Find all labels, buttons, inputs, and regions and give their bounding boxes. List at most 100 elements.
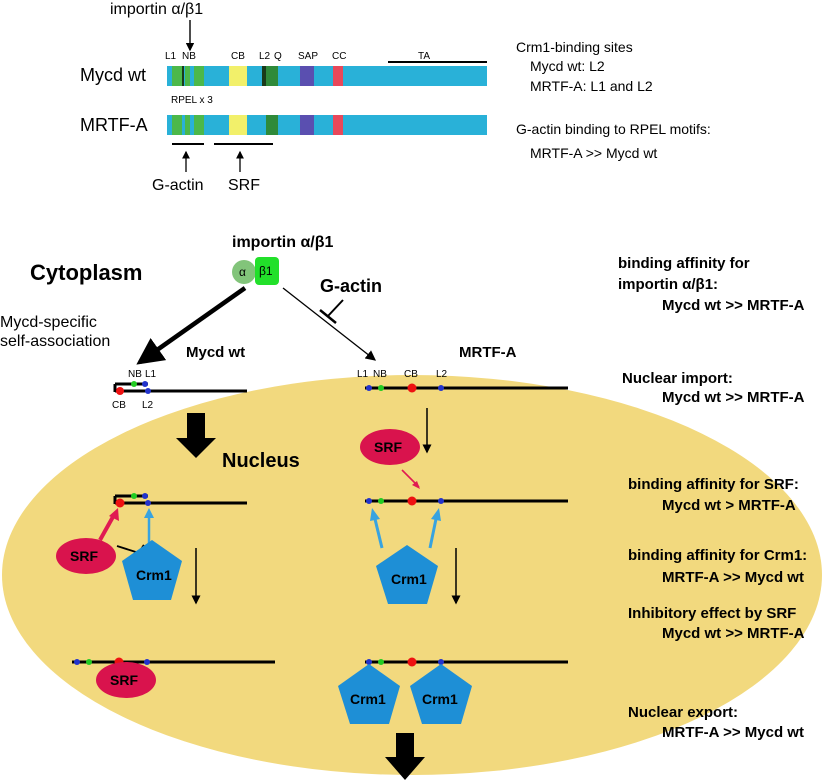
gactin-inhibit-bar bbox=[319, 309, 337, 324]
mycd-cyto-l1-label: L1 bbox=[145, 369, 157, 380]
mycd-bound-nb-motif bbox=[86, 659, 92, 665]
mycd-domain-bar bbox=[167, 66, 487, 86]
mrtf-crm1-bind-arrowhead-l1 bbox=[370, 508, 380, 521]
mycd-nuc-l2-motif bbox=[145, 500, 151, 506]
side-note-export-line1: Nuclear export: bbox=[628, 704, 738, 721]
mycd-cb-domain bbox=[229, 66, 247, 86]
side-note-crm1: binding affinity for Crm1: MRTF-A >> Myc… bbox=[628, 547, 807, 586]
mrtf-cb-domain bbox=[229, 115, 247, 135]
mrtf-bound-cb-motif bbox=[407, 657, 417, 667]
mrtf-bound-l1-motif bbox=[366, 659, 372, 665]
side-note-export-line2: MRTF-A >> Mycd wt bbox=[662, 724, 804, 741]
domain-schematic: importin α/β1 L1 NB CB L2 Q SAP CC TA My… bbox=[80, 1, 711, 194]
mrtf-cyto-l2-label: L2 bbox=[436, 369, 448, 380]
mycd-nuc-srf bbox=[56, 538, 116, 574]
mycd-rpel-3 bbox=[194, 66, 204, 86]
side-note-export: Nuclear export: MRTF-A >> Mycd wt bbox=[628, 704, 804, 741]
mycd-nuc-crm1 bbox=[122, 540, 182, 600]
side-note-srf: binding affinity for SRF: Mycd wt > MRTF… bbox=[628, 476, 799, 514]
mycd-cyto-nb-label: NB bbox=[128, 369, 142, 380]
side-note-import-line1: Nuclear import: bbox=[622, 370, 733, 387]
side-note-importin-line1: binding affinity for bbox=[618, 255, 750, 272]
mycd-nuc-crm1-label: Crm1 bbox=[136, 567, 172, 583]
mrtf-nuc-molecule bbox=[365, 496, 568, 506]
mrtf-srf-bind-arrowhead bbox=[412, 481, 420, 489]
mrtf-cyto-cb-label: CB bbox=[404, 369, 418, 380]
mrtf-bound-crm1-l1 bbox=[338, 664, 400, 724]
mycd-bound-l1-motif bbox=[74, 659, 80, 665]
mrtf-domain-bar bbox=[167, 115, 487, 135]
side-note-inhibitory-line2: Mycd wt >> MRTF-A bbox=[662, 625, 805, 642]
domain-label-q: Q bbox=[274, 51, 282, 62]
mrtf-bound-crm1-l2-label: Crm1 bbox=[422, 691, 458, 707]
mycd-l1-mark bbox=[182, 66, 184, 86]
mycd-nuc-cb-motif bbox=[115, 498, 125, 508]
mycd-bar-label: Mycd wt bbox=[80, 65, 146, 85]
mrtf-bound-nb-motif bbox=[378, 659, 384, 665]
side-note-inhibitory-line1: Inhibitory effect by SRF bbox=[628, 605, 796, 622]
rpel-label: RPEL x 3 bbox=[171, 95, 213, 106]
crm1-sites-mycd: Mycd wt: L2 bbox=[530, 58, 605, 74]
mycd-cyto-cb-motif bbox=[116, 387, 124, 395]
gactin-binding-title: G-actin binding to RPEL motifs: bbox=[516, 121, 711, 137]
self-association-line2: self-association bbox=[0, 333, 110, 350]
mrtf-nuc-nb-motif bbox=[378, 498, 384, 504]
mrtf-rpel-3 bbox=[194, 115, 204, 135]
domain-label-sap: SAP bbox=[298, 51, 318, 62]
mycd-l2-mark bbox=[262, 66, 266, 86]
importin-alpha-subunit bbox=[232, 260, 256, 284]
mrtf-crm1-complex: Crm1 Crm1 bbox=[338, 657, 568, 724]
mrtf-nuc-l2-motif bbox=[438, 498, 444, 504]
mrtf-crm1-bind-arrow-l2 bbox=[428, 518, 438, 549]
importin-to-mrtf-arrow bbox=[282, 287, 377, 361]
side-notes: binding affinity for importin α/β1: Mycd… bbox=[618, 255, 807, 741]
mrtf-bound-l2-motif bbox=[438, 659, 444, 665]
side-note-crm1-line2: MRTF-A >> Mycd wt bbox=[662, 569, 804, 586]
mycd-rpel-2 bbox=[185, 66, 190, 86]
mrtf-cyto-l1-label: L1 bbox=[357, 369, 369, 380]
mycd-bound-srf bbox=[96, 662, 156, 698]
mrtf-cyto-nb-motif bbox=[378, 385, 384, 391]
importin-arrow-label: importin α/β1 bbox=[110, 1, 203, 18]
mrtf-free-srf-label: SRF bbox=[374, 439, 402, 455]
side-note-importin-line3: Mycd wt >> MRTF-A bbox=[662, 297, 805, 314]
mrtf-cyto-l1-motif bbox=[366, 385, 372, 391]
crm1-sites-title: Crm1-binding sites bbox=[516, 39, 633, 55]
mrtf-nuc-crm1 bbox=[376, 545, 438, 604]
mrtf-nuc-cb-motif bbox=[407, 496, 417, 506]
side-note-import: Nuclear import: Mycd wt >> MRTF-A bbox=[622, 370, 805, 406]
mrtf-bar-body bbox=[167, 115, 487, 135]
mrtf-bar-label: MRTF-A bbox=[80, 115, 148, 135]
mycd-cyto-title: Mycd wt bbox=[186, 344, 245, 361]
side-note-import-line2: Mycd wt >> MRTF-A bbox=[662, 389, 805, 406]
mrtf-bound-crm1-l1-label: Crm1 bbox=[350, 691, 386, 707]
mycd-cyto-l2-label: L2 bbox=[142, 400, 154, 411]
mycd-srf-complex: SRF bbox=[72, 657, 275, 698]
mycd-srf-bind-arrow bbox=[98, 514, 116, 541]
domain-label-ta: TA bbox=[418, 51, 430, 62]
domain-label-l1: L1 bbox=[165, 51, 177, 62]
mycd-cyto-l1-motif bbox=[142, 381, 148, 387]
mrtf-free-srf bbox=[360, 429, 420, 465]
side-note-crm1-line1: binding affinity for Crm1: bbox=[628, 547, 807, 564]
mycd-cyto-molecule: NB L1 CB L2 bbox=[112, 369, 247, 411]
mycd-sap-domain bbox=[300, 66, 314, 86]
gactin-arrow-label: G-actin bbox=[152, 177, 204, 194]
mrtf-q-domain bbox=[266, 115, 278, 135]
importin-beta1-label: β1 bbox=[259, 264, 273, 278]
mrtf-nuc-l1-motif bbox=[366, 498, 372, 504]
mrtf-crm1-bind-arrowhead-l2 bbox=[431, 508, 441, 521]
mycd-nuc-molecule bbox=[113, 493, 247, 508]
nuclear-export-arrow bbox=[385, 733, 425, 780]
importin-label: importin α/β1 bbox=[232, 234, 333, 251]
cytoplasm-label: Cytoplasm bbox=[30, 260, 142, 285]
mrtf-cyto-cb-motif bbox=[407, 383, 417, 393]
side-note-inhibitory: Inhibitory effect by SRF Mycd wt >> MRTF… bbox=[628, 605, 805, 642]
importin-to-mycd-arrow bbox=[136, 286, 247, 365]
mycd-bar-body bbox=[167, 66, 487, 86]
mrtf-cyto-title: MRTF-A bbox=[459, 344, 517, 361]
mrtf-cyto-nb-label: NB bbox=[373, 369, 387, 380]
gactin-binding-value: MRTF-A >> Mycd wt bbox=[530, 145, 657, 161]
side-note-importin-line2: importin α/β1: bbox=[618, 276, 718, 293]
